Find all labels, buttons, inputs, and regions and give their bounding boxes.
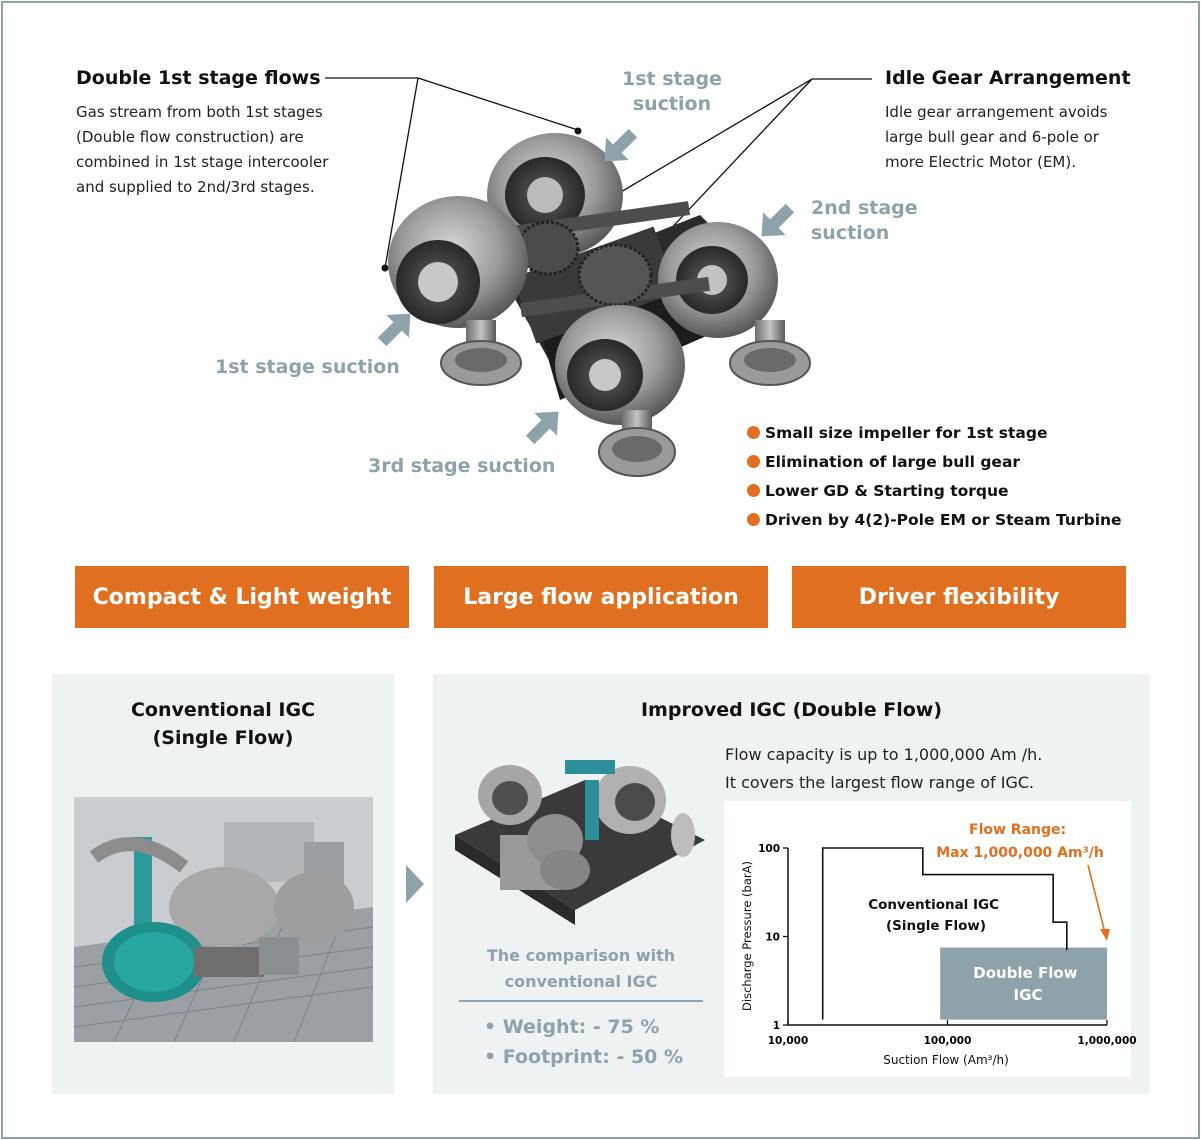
y-axis-title: Discharge Pressure (barA)	[740, 861, 754, 1011]
benefit-large-flow-banner: Large flow application	[434, 566, 768, 628]
comparison-title: The comparison with conventional IGC	[459, 943, 703, 995]
flow-range-label-line: Flow Range:	[969, 822, 1066, 838]
conventional-series-label: Conventional IGC (Single Flow)	[868, 897, 1003, 934]
comparison-list: • Weight: - 75 % • Footprint: - 50 %	[484, 1012, 683, 1072]
comparison-divider	[459, 1000, 703, 1002]
arrow-1st-stage-top	[604, 128, 638, 162]
feature-text: Driven by 4(2)-Pole EM or Steam Turbine	[765, 511, 1122, 529]
flow-range-arrow	[1087, 864, 1110, 941]
suction-arrows	[377, 128, 795, 445]
callout-lines-left	[325, 77, 579, 269]
idle-gear-description: Idle gear arrangement avoids large bull …	[885, 100, 1175, 175]
gear-wheels	[516, 220, 653, 307]
double-flows-line: and supplied to 2nd/3rd stages.	[76, 178, 315, 196]
volute-right	[658, 222, 778, 338]
feature-item: Driven by 4(2)-Pole EM or Steam Turbine	[747, 506, 1122, 535]
double-flows-line: combined in 1st stage intercooler	[76, 153, 329, 171]
volute-front-right	[555, 305, 685, 425]
improved-description: Flow capacity is up to 1,000,000 Am /h. …	[725, 741, 1042, 797]
feature-text: Elimination of large bull gear	[765, 453, 1021, 471]
feature-item: Elimination of large bull gear	[747, 448, 1122, 477]
y-tick-label: 100	[758, 843, 780, 855]
discharge-pipes	[440, 320, 811, 477]
arrow-2nd-stage	[761, 203, 795, 237]
benefit-compact-banner: Compact & Light weight	[75, 566, 409, 628]
conventional-title-line: (Single Flow)	[152, 727, 294, 749]
suction-line: suction	[632, 93, 712, 115]
feature-item: Small size impeller for 1st stage	[747, 419, 1122, 448]
conventional-title: Conventional IGC (Single Flow)	[52, 696, 394, 752]
idle-gear-title: Idle Gear Arrangement	[885, 67, 1131, 89]
axis-ticks: 100 10 1 10,000 100,000 1,000,000	[758, 843, 1136, 1047]
bullet-dot-icon	[747, 513, 760, 526]
flow-range-label: Flow Range: Max 1,000,000 Am³/h	[936, 822, 1104, 861]
benefit-driver-flexibility-banner: Driver flexibility	[792, 566, 1126, 628]
idle-gear-line: more Electric Motor (EM).	[885, 153, 1076, 171]
suction-line: 1st stage	[622, 68, 722, 90]
feature-text: Lower GD & Starting torque	[765, 482, 1009, 500]
double-flow-series-label: Double Flow IGC	[973, 964, 1083, 1004]
flow-range-label-line: Max 1,000,000 Am³/h	[936, 845, 1104, 861]
comparison-item: • Footprint: - 50 %	[484, 1046, 684, 1068]
conventional-series-label-line: (Single Flow)	[886, 918, 986, 934]
feature-text: Small size impeller for 1st stage	[765, 424, 1048, 442]
comparison-title-line: conventional IGC	[504, 972, 658, 991]
comparison-item: • Weight: - 75 %	[484, 1016, 660, 1038]
flow-range-chart: 100 10 1 10,000 100,000 1,000,000 Discharge P…	[740, 822, 1137, 1067]
conventional-envelope-line	[821, 847, 1068, 1020]
conventional-igc-image	[73, 797, 374, 1043]
y-tick-label: 10	[765, 932, 780, 944]
suction-line: 2nd stage	[811, 197, 918, 219]
double-flow-region	[940, 947, 1107, 1020]
suction-label-2nd: 2nd stage suction	[811, 196, 918, 246]
double-flows-line: (Double flow construction) are	[76, 128, 304, 146]
volute-front-left	[388, 196, 528, 328]
comparison-title-line: The comparison with	[486, 946, 676, 965]
y-tick-label: 1	[773, 1020, 780, 1032]
double-flows-line: Gas stream from both 1st stages	[76, 103, 323, 121]
chevron-right-icon	[406, 865, 424, 903]
flow-range-chart-panel	[724, 801, 1131, 1077]
idle-gear-line: large bull gear and 6-pole or	[885, 128, 1099, 146]
x-tick-label: 100,000	[924, 1035, 972, 1047]
double-flows-title: Double 1st stage flows	[76, 67, 321, 89]
improved-title: Improved IGC (Double Flow)	[640, 699, 943, 721]
suction-label-3rd: 3rd stage suction	[368, 455, 556, 477]
bullet-dot-icon	[747, 426, 760, 439]
double-flows-description: Gas stream from both 1st stages (Double …	[76, 100, 396, 200]
double-flow-series-label-line: IGC	[1014, 986, 1043, 1004]
idle-gear-line: Idle gear arrangement avoids	[885, 103, 1108, 121]
conventional-title-line: Conventional IGC	[130, 699, 316, 721]
x-axis-title: Suction Flow (Am³/h)	[883, 1053, 1009, 1067]
x-tick-label: 10,000	[768, 1035, 809, 1047]
improved-description-line: It covers the largest flow range of IGC.	[725, 773, 1035, 792]
bullet-dot-icon	[747, 455, 760, 468]
x-tick-label: 1,000,000	[1077, 1035, 1136, 1047]
compressor-illustration	[325, 77, 872, 477]
arrow-3rd-stage	[525, 411, 559, 445]
suction-line: suction	[811, 222, 890, 244]
double-flow-series-label-line: Double Flow	[973, 964, 1077, 982]
chart-series-layer	[821, 847, 1107, 1020]
feature-list: Small size impeller for 1st stage Elimin…	[747, 419, 1122, 535]
arrow-1st-stage-left	[377, 313, 411, 347]
suction-label-1st-left: 1st stage suction	[215, 356, 400, 378]
bullet-dot-icon	[747, 484, 760, 497]
suction-label-1st-top: 1st stage suction	[622, 67, 722, 117]
improved-description-line: Flow capacity is up to 1,000,000 Am /h.	[725, 745, 1043, 764]
feature-item: Lower GD & Starting torque	[747, 477, 1122, 506]
conventional-series-label-line: Conventional IGC	[868, 897, 999, 913]
double-flow-igc-image	[455, 760, 705, 925]
